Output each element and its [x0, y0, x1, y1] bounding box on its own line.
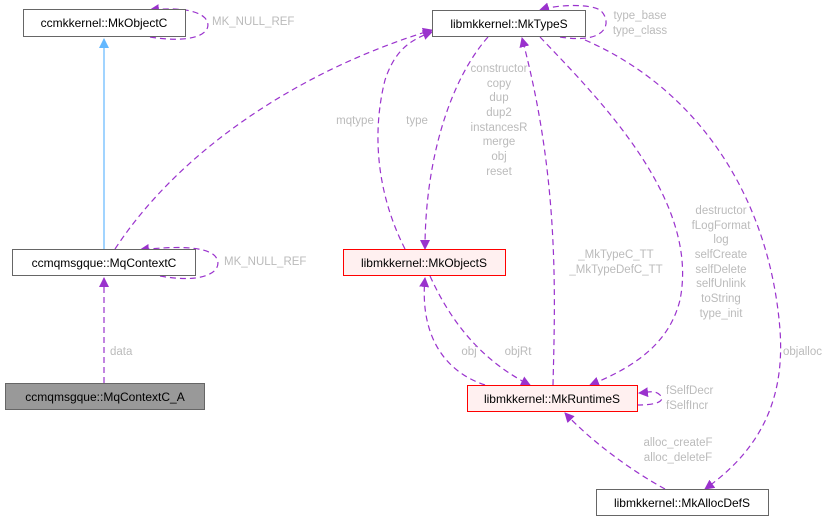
edge-mqtype: [114, 27, 433, 250]
svg-text:instancesR: instancesR: [471, 122, 528, 134]
svg-text:log: log: [713, 234, 728, 246]
edge-label-type-class: type_class: [613, 25, 668, 37]
svg-text:destructor: destructor: [695, 205, 746, 217]
node-mqcontextc-a: ccmqmsgque::MqContextC_A: [5, 383, 205, 410]
edge-label-fselfdecr: fSelfDecr: [666, 385, 713, 397]
svg-text:libmkkernel::MkRuntimeS: libmkkernel::MkRuntimeS: [484, 392, 620, 406]
edge-label-fselfincr: fSelfIncr: [666, 400, 708, 412]
node-mkallocdefs[interactable]: libmkkernel::MkAllocDefS: [596, 489, 769, 516]
edge-label-type-base: type_base: [613, 10, 666, 22]
node-mqcontextc[interactable]: ccmqmsgque::MqContextC: [12, 249, 196, 276]
svg-text:type_init: type_init: [700, 308, 744, 320]
svg-text:toString: toString: [701, 293, 741, 305]
edge-label-mktypedefc-tt: _MkTypeDefC_TT: [568, 264, 662, 276]
node-mkruntimes[interactable]: libmkkernel::MkRuntimeS: [467, 385, 638, 412]
edge-label-alloc-deletef: alloc_deleteF: [644, 452, 712, 464]
edge-label-mk-null-ref-2: MK_NULL_REF: [224, 256, 306, 268]
svg-text:ccmqmsgque::MqContextC: ccmqmsgque::MqContextC: [32, 256, 177, 270]
edge-runtime-self: [636, 387, 663, 406]
edge-objalloc: [584, 39, 782, 490]
svg-text:fLogFormat: fLogFormat: [692, 220, 752, 232]
edge-label-mqtype: mqtype: [336, 115, 374, 127]
node-mkobjectc[interactable]: ccmkkernel::MkObjectC: [23, 9, 186, 37]
svg-text:constructor: constructor: [471, 63, 528, 75]
svg-text:libmkkernel::MkTypeS: libmkkernel::MkTypeS: [450, 17, 567, 31]
node-mktypes[interactable]: libmkkernel::MkTypeS: [432, 10, 586, 37]
svg-text:libmkkernel::MkAllocDefS: libmkkernel::MkAllocDefS: [614, 496, 750, 510]
svg-text:ccmqmsgque::MqContextC_A: ccmqmsgque::MqContextC_A: [25, 390, 184, 404]
edge-obj: [419, 277, 486, 386]
svg-text:dup: dup: [489, 92, 508, 104]
edge-label-mk-null-ref-1: MK_NULL_REF: [212, 16, 294, 28]
edge-label-mktypec-tt: _MkTypeC_TT: [577, 249, 653, 261]
edge-objects-to-types: [420, 36, 489, 250]
svg-text:libmkkernel::MkObjectS: libmkkernel::MkObjectS: [361, 256, 487, 270]
svg-text:copy: copy: [487, 78, 512, 90]
edge-label-objalloc: objalloc: [783, 346, 822, 358]
edge-mqcontextc-self: [139, 244, 219, 280]
svg-text:selfCreate: selfCreate: [695, 249, 747, 261]
edge-alloc: [564, 412, 666, 490]
edge-label-obj: obj: [461, 346, 476, 358]
edge-objrt: [429, 275, 531, 386]
edge-label-data: data: [110, 346, 133, 358]
svg-text:ccmkkernel::MkObjectC: ccmkkernel::MkObjectC: [41, 16, 168, 30]
svg-text:reset: reset: [486, 166, 512, 178]
edge-types-to-runtime: [539, 36, 684, 387]
svg-text:selfDelete: selfDelete: [695, 264, 746, 276]
edge-label-type: type: [406, 115, 428, 127]
edge-types-self: [539, 2, 607, 40]
edge-label-types-to-runtime: destructor fLogFormat log selfCreate sel…: [692, 205, 752, 320]
edge-runtime-to-types: [519, 37, 555, 386]
edge-mkobjectc-self: [149, 4, 209, 40]
edge-label-objrt: objRt: [505, 346, 533, 358]
svg-text:selfUnlink: selfUnlink: [696, 278, 746, 290]
node-mkobjects[interactable]: libmkkernel::MkObjectS: [343, 249, 506, 276]
svg-text:dup2: dup2: [486, 107, 512, 119]
svg-text:merge: merge: [483, 136, 516, 148]
edge-type: [377, 30, 433, 250]
edge-label-alloc-createf: alloc_createF: [643, 437, 712, 449]
svg-text:obj: obj: [491, 151, 506, 163]
edge-label-objects-to-types: constructor copy dup dup2 instancesR mer…: [471, 63, 528, 178]
